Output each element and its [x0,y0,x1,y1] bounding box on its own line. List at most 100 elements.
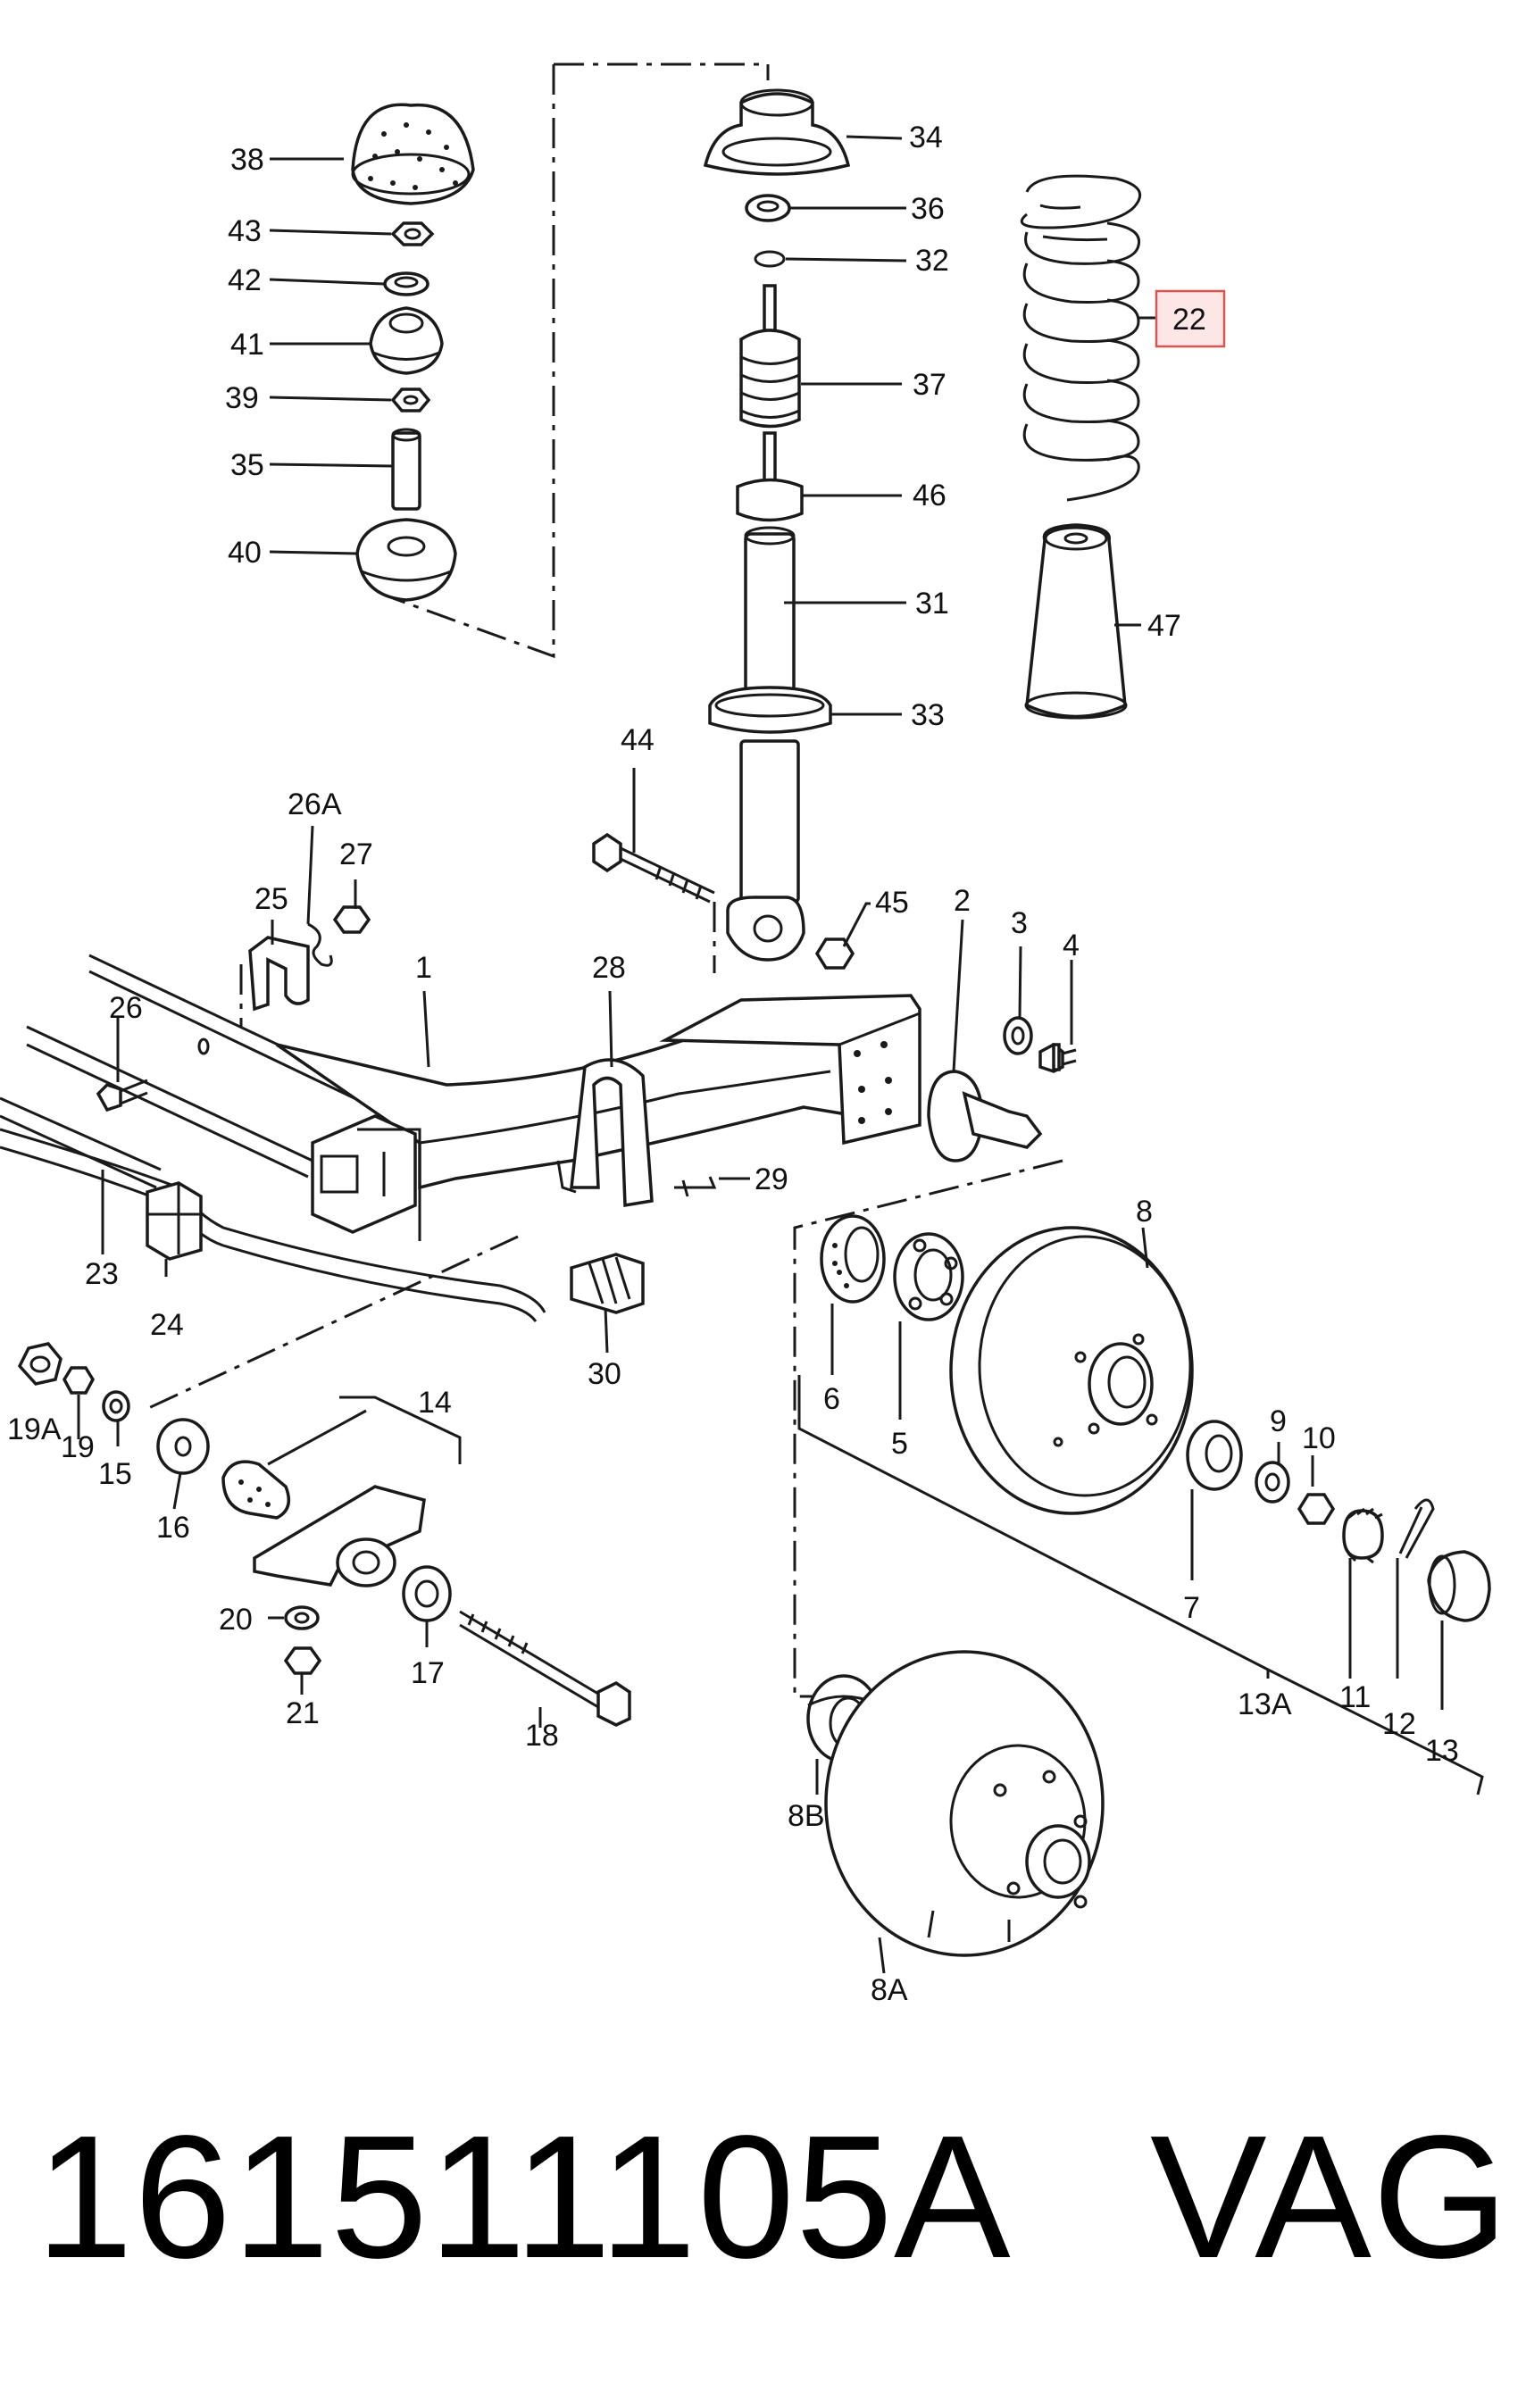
part-44-bolt-shank [620,846,715,904]
part-44-bolt-head [592,832,622,873]
callout-46: 46 [913,479,946,512]
axle-rail-lower [0,1096,162,1189]
part-21-nut [283,1646,322,1675]
part-14-rubber-bushing [221,1460,291,1520]
drum-brake-group [797,1214,1491,1796]
part-15-washer [102,1390,130,1422]
callout-25: 25 [254,882,288,916]
callout-21: 21 [286,1696,320,1730]
part-12-cotter-pin [1398,1498,1435,1559]
callout-20: 20 [219,1603,253,1637]
callout-45: 45 [875,886,909,920]
callout-26: 26 [109,991,143,1025]
part-20-washer [284,1605,320,1630]
callout-15: 15 [98,1457,132,1491]
part-19-nut [62,1366,96,1395]
part-40-bushing [355,518,457,602]
callout-11: 11 [1339,1680,1371,1714]
mount-stack-group [351,103,475,602]
damper-lower-tube [739,739,800,904]
axle-mounting-bracket [659,994,921,1146]
callout-6: 6 [823,1382,840,1416]
connector-line-hub [793,1159,1063,1698]
callout-39: 39 [225,381,259,415]
part-39-nut [390,387,431,412]
callout-23: 23 [85,1257,119,1291]
stub-axle-group [927,1016,1077,1162]
part-34-top-mount [703,92,851,176]
callout-34: 34 [909,121,943,154]
callout-27: 27 [339,837,373,871]
callout-5: 5 [891,1427,908,1461]
caption: 161511105A VAG [36,2099,1509,2295]
part-8-brake-drum [949,1226,1194,1515]
part-33-spring-seat [708,686,832,734]
callout-17: 17 [411,1656,445,1690]
part-35-sleeve [391,431,421,511]
callout-33: 33 [911,698,945,732]
part-9-washer [1255,1461,1290,1504]
callout-32: 32 [915,244,949,278]
part-8a-brake-disc [824,1650,1105,1957]
brand-caption: VAG [1150,2099,1509,2295]
callout-26a: 26A [288,787,342,821]
connector-line-top [554,62,770,80]
connector-line-left [392,64,555,659]
part-26-bolt-head [96,1082,122,1112]
part-41-bushing [369,306,444,375]
callout-13a: 13A [1238,1687,1292,1721]
callout-14: 14 [418,1386,452,1420]
callout-22: 22 [1172,303,1206,337]
callout-8: 8 [1136,1195,1153,1229]
callout-1: 1 [415,951,432,985]
part-18-bolt-shank [459,1610,604,1709]
piston-rod [763,431,777,484]
callout-40: 40 [228,536,262,570]
callout-labels: 38 43 42 41 39 35 40 34 36 32 37 46 31 3… [7,121,1459,2007]
part-37-rod-tip [763,284,777,332]
callout-19a: 19A [7,1412,62,1446]
part-37-bump-stop [739,329,801,429]
callout-3: 3 [1011,906,1028,940]
part-24-bushing [146,1181,203,1261]
part-27-nut [332,905,371,934]
part-28-clamp [570,1058,654,1208]
callout-31: 31 [915,587,949,621]
part-22-coil-spring [1020,174,1142,502]
part-1-axle-beam [276,998,859,1190]
callout-38: 38 [230,143,264,177]
part-2-stub-axle-spindle [962,1091,1043,1149]
part-10-nut [1297,1493,1336,1525]
part-6-seal [820,1214,886,1304]
part-7-bearing [1186,1420,1243,1491]
callout-43: 43 [228,214,262,248]
callout-8b: 8B [788,1799,825,1833]
trailing-arm-mount [311,1114,417,1234]
part-14-group-bracket [339,1396,462,1464]
callout-24: 24 [150,1308,184,1342]
part-46-bushing [736,478,804,522]
callout-10: 10 [1302,1421,1336,1455]
part-26a-spring-clip [307,922,333,967]
axle-rail-middle [26,1025,313,1179]
callout-13: 13 [1425,1734,1459,1768]
part-43-nut [390,221,435,246]
callout-42: 42 [228,263,262,297]
callout-47: 47 [1147,609,1181,643]
callout-30: 30 [588,1357,621,1391]
callout-16: 16 [156,1511,190,1545]
part-38-texture [368,122,458,190]
callout-8a: 8A [871,1973,908,2007]
part-16-washer [156,1418,210,1475]
part-36-ring [745,194,791,222]
callout-35: 35 [230,448,264,482]
callout-44: 44 [621,723,655,757]
callout-12: 12 [1382,1707,1416,1741]
part-5-bearing [893,1232,964,1321]
callout-2: 2 [954,884,971,918]
leader-lines [77,135,1444,1974]
mount-bolt-group [17,1342,631,1727]
strut-group [592,88,855,973]
